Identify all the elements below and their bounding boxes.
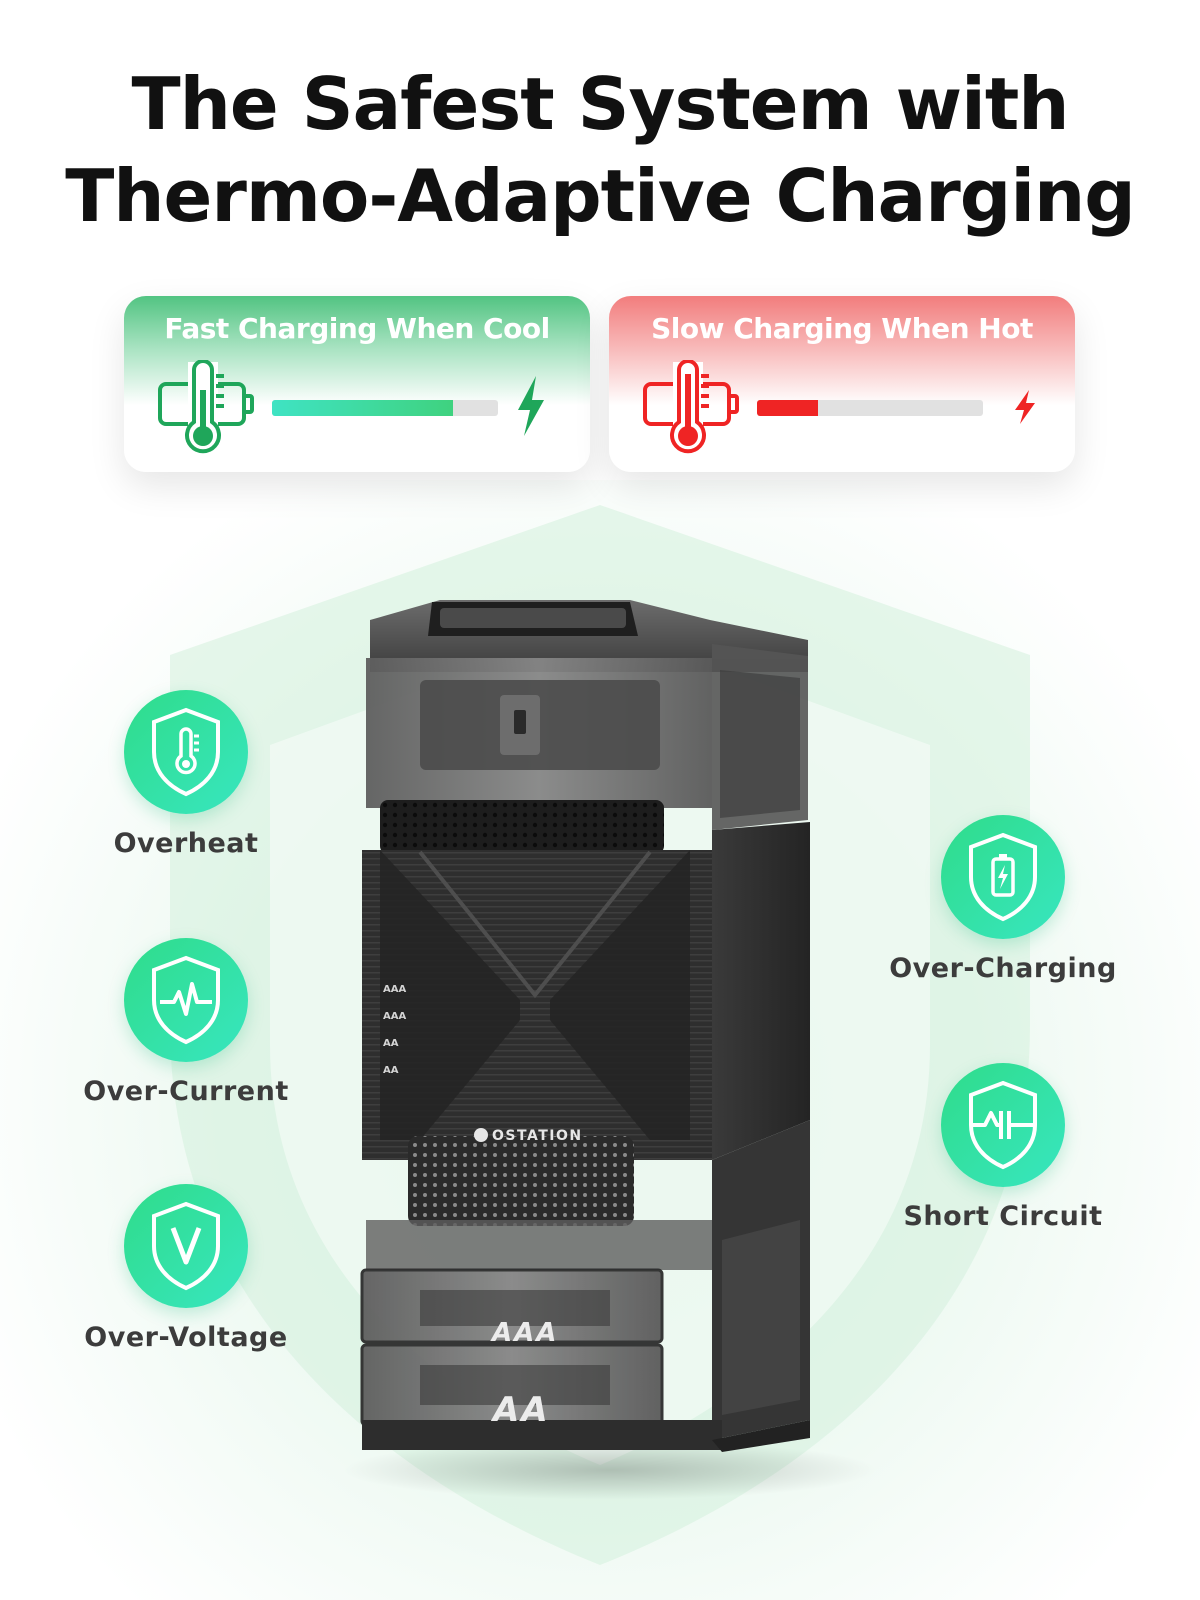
title-line-1: The Safest System with [131,62,1069,146]
thermometer-battery-icon [158,360,254,456]
brand-logo: OSTATION [474,1128,583,1144]
over-voltage-label: Over-Voltage [84,1322,288,1353]
shield-battery-icon [969,832,1037,922]
slow-charging-card: Slow Charging When Hot [609,296,1075,472]
shield-pulse-icon [152,955,220,1045]
slot-label: AAA [383,1011,407,1022]
over-voltage-badge [124,1184,248,1308]
over-current-badge [124,938,248,1062]
fast-charging-label: Fast Charging When Cool [164,312,550,345]
charging-speed-bar [757,400,983,416]
short-circuit-protection: Short Circuit [883,1063,1123,1232]
over-charging-protection: Over-Charging [883,815,1123,984]
title-line-2: Thermo-Adaptive Charging [65,154,1136,238]
overheat-protection: Overheat [66,690,306,859]
over-current-protection: Over-Current [66,938,306,1107]
slot-label: AAA [383,984,407,995]
overheat-label: Overheat [113,828,259,859]
lightning-bolt-icon [518,376,544,436]
over-voltage-protection: Over-Voltage [66,1184,306,1353]
drawer-label-aaa: AAA [492,1318,559,1348]
brand-mark-icon [474,1128,488,1142]
thermometer-battery-icon [643,360,739,456]
shield-circuit-icon [969,1080,1037,1170]
charging-speed-fill [272,400,453,416]
over-charging-badge [941,815,1065,939]
brand-name: OSTATION [492,1128,583,1144]
short-circuit-label: Short Circuit [903,1201,1103,1232]
charging-speed-fill [757,400,819,416]
over-charging-label: Over-Charging [889,953,1117,984]
charging-speed-bar [272,400,498,416]
shield-thermometer-icon [152,707,220,797]
short-circuit-badge [941,1063,1065,1187]
over-current-label: Over-Current [83,1076,289,1107]
slow-charging-label: Slow Charging When Hot [651,312,1033,345]
shield-voltage-icon [152,1201,220,1291]
slot-label: AA [383,1065,399,1076]
battery-charger-station [360,600,810,1452]
slot-label: AA [383,1038,399,1049]
fast-charging-card: Fast Charging When Cool [124,296,590,472]
overheat-badge [124,690,248,814]
page-title: The Safest System with Thermo-Adaptive C… [0,58,1200,242]
lightning-bolt-icon [1015,390,1035,424]
drawer-label-aa: AA [493,1390,550,1430]
